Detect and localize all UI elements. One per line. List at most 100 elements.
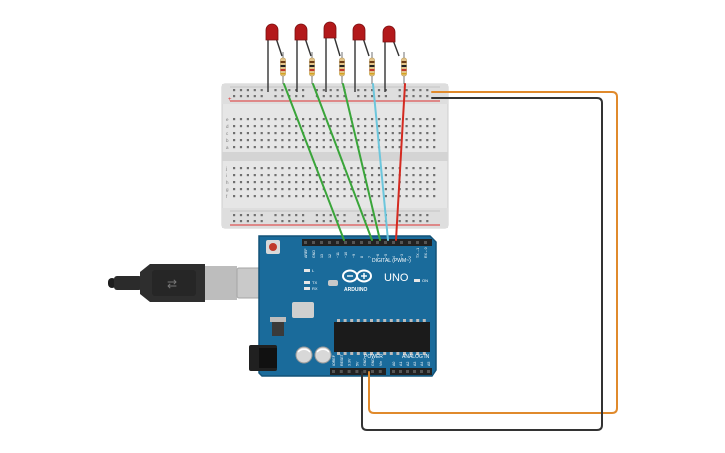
breadboard-hole: [377, 174, 381, 177]
breadboard-hole: [377, 188, 381, 191]
breadboard-hole: [433, 188, 436, 191]
black-wire-gnd[interactable]: [361, 97, 603, 431]
header-pin[interactable]: [347, 370, 351, 373]
header-pin[interactable]: [427, 370, 430, 373]
breadboard-hole: [274, 195, 277, 198]
header-pin[interactable]: [368, 241, 371, 244]
usb-connector: [205, 266, 237, 300]
header-pin[interactable]: [352, 241, 355, 244]
green-wire[interactable]: [283, 83, 345, 241]
breadboard-hole: [398, 195, 401, 198]
header-pin[interactable]: [328, 241, 331, 244]
led[interactable]: [294, 23, 312, 92]
breadboard-hole: [377, 95, 381, 98]
breadboard-hole: [260, 132, 263, 135]
pin-label: ~5: [384, 254, 388, 258]
breadboard-hole: [405, 167, 408, 170]
row-letter: d: [226, 124, 229, 129]
header-pin[interactable]: [384, 241, 387, 244]
breadboard-hole: [371, 214, 374, 217]
breadboard-hole: [364, 132, 367, 135]
breadboard-hole: [253, 95, 256, 98]
header-pin[interactable]: [360, 241, 363, 244]
led[interactable]: [352, 23, 370, 92]
breadboard-hole: [426, 188, 429, 191]
header-pin[interactable]: [378, 370, 382, 373]
header-pin[interactable]: [392, 370, 395, 373]
breadboard-hole: [295, 174, 298, 177]
resistors: [280, 52, 407, 84]
row-letters: e d c b a j i h g f: [225, 117, 229, 199]
green-wire[interactable]: [342, 83, 381, 241]
header-pin[interactable]: [424, 241, 427, 244]
breadboard-hole: [412, 214, 415, 217]
header-pin[interactable]: [336, 241, 339, 244]
header-pin[interactable]: [320, 241, 323, 244]
header-pin[interactable]: [420, 370, 423, 373]
breadboard-hole: [233, 220, 236, 223]
chip-pin: [416, 319, 420, 322]
breadboard-hole: [364, 139, 367, 142]
pin-label: 3.3V: [348, 358, 352, 366]
breadboard-hole: [260, 118, 263, 121]
header-pin[interactable]: [339, 370, 343, 373]
breadboard-hole: [419, 181, 422, 184]
breadboard-hole: [384, 139, 387, 142]
header-pin[interactable]: [363, 370, 367, 373]
header-pin[interactable]: [413, 370, 416, 373]
header-pin[interactable]: [406, 370, 409, 373]
breadboard-hole: [377, 181, 381, 184]
header-pin[interactable]: [399, 370, 402, 373]
cyan-wire[interactable]: [372, 83, 389, 241]
header-pin[interactable]: [376, 241, 379, 244]
breadboard-hole: [371, 89, 374, 92]
breadboard-hole: [246, 188, 249, 191]
header-pin[interactable]: [355, 370, 359, 373]
resistor[interactable]: [280, 52, 286, 84]
header-pin[interactable]: [344, 241, 347, 244]
header-pin[interactable]: [371, 370, 374, 373]
resistor[interactable]: [401, 52, 407, 84]
breadboard-hole: [433, 132, 436, 135]
pin-label: GND: [312, 250, 316, 258]
breadboard-hole: [364, 95, 367, 98]
breadboard-hole: [419, 174, 422, 177]
led[interactable]: [323, 21, 341, 92]
breadboard-hole: [253, 214, 256, 217]
breadboard-hole: [343, 132, 346, 135]
pin-label: ~9: [352, 254, 356, 258]
resistor[interactable]: [309, 52, 315, 84]
breadboard-hole: [302, 118, 305, 121]
resistor[interactable]: [369, 52, 375, 84]
row-letter: f: [226, 194, 228, 199]
header-pin[interactable]: [332, 370, 335, 373]
red-wire[interactable]: [395, 83, 406, 241]
breadboard-hole: [246, 118, 249, 121]
header-pin[interactable]: [408, 241, 411, 244]
breadboard-hole: [239, 132, 243, 135]
orange-wire-5v[interactable]: [368, 91, 618, 414]
breadboard-hole: [233, 195, 236, 198]
header-pin[interactable]: [400, 241, 403, 244]
led[interactable]: [382, 25, 400, 92]
resistor[interactable]: [339, 52, 345, 84]
breadboard-hole: [302, 195, 305, 198]
header-pin[interactable]: [392, 241, 395, 244]
breadboard-hole: [398, 214, 401, 217]
header-pin[interactable]: [304, 241, 307, 244]
breadboard-hole: [288, 188, 291, 191]
green-wire[interactable]: [312, 83, 373, 241]
breadboard-hole: [315, 220, 318, 223]
breadboard-hole: [253, 89, 256, 92]
led[interactable]: [265, 23, 283, 92]
pin-label: ~10: [344, 252, 348, 258]
breadboard-hole: [246, 95, 249, 98]
breadboard-hole: [350, 188, 353, 191]
reset-button-cap[interactable]: [269, 243, 277, 251]
header-pin[interactable]: [416, 241, 419, 244]
breadboard-hole: [246, 174, 249, 177]
header-pin[interactable]: [312, 241, 315, 244]
breadboard-hole: [281, 220, 284, 223]
breadboard-hole: [295, 89, 298, 92]
